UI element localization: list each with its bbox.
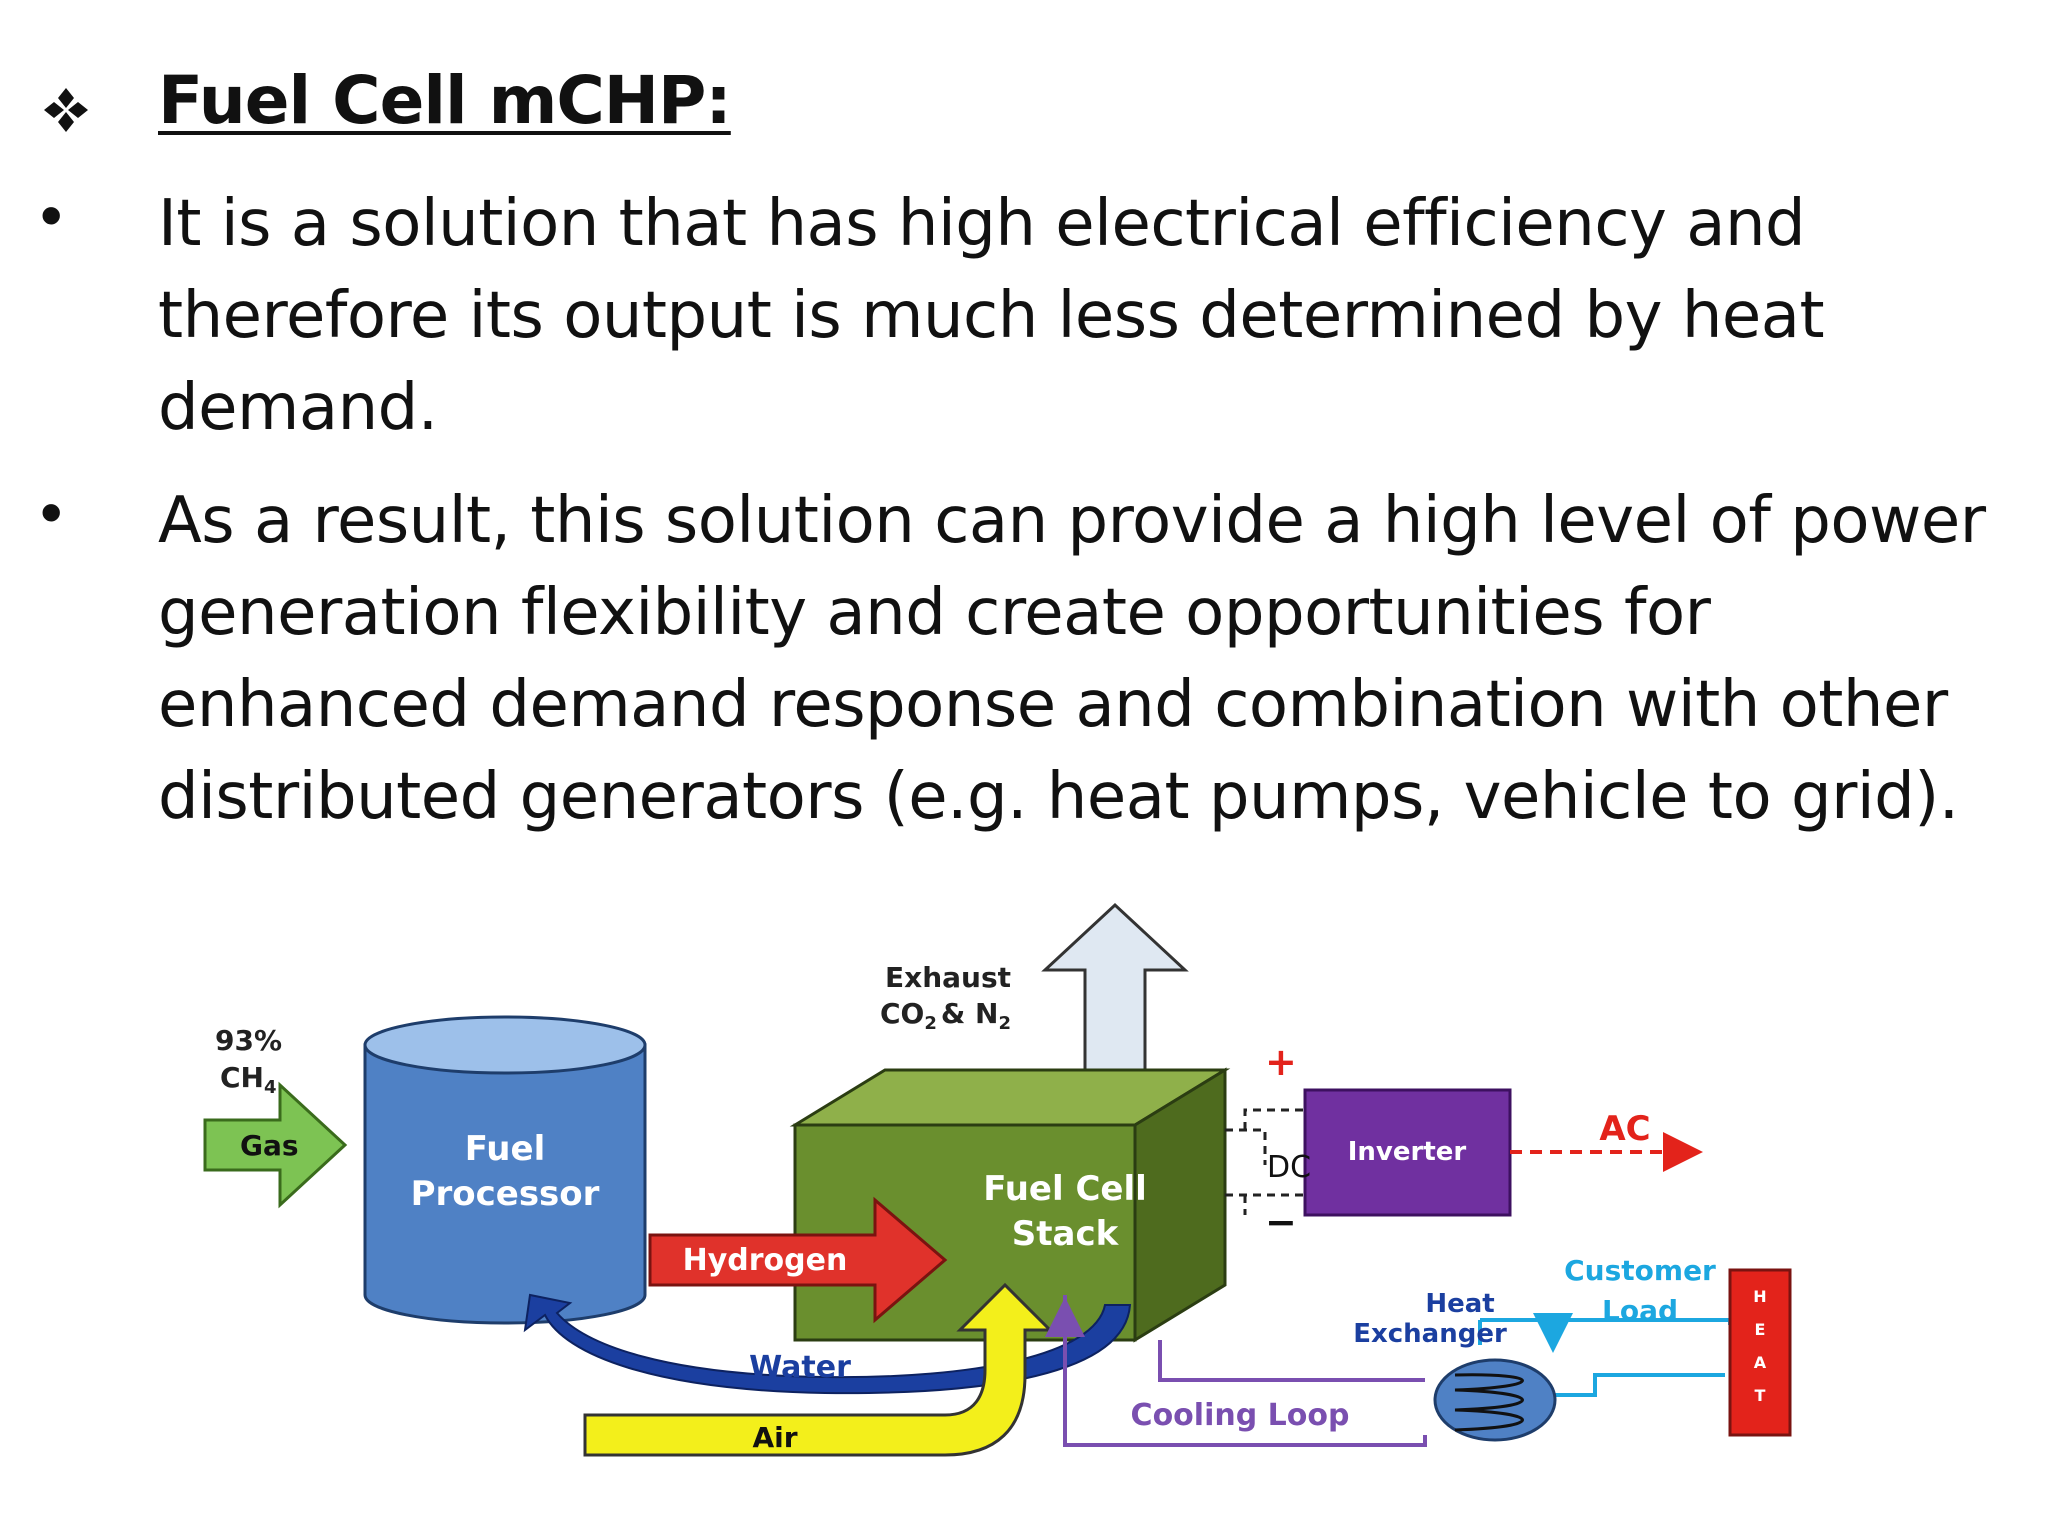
air-arrow xyxy=(583,1282,1054,1457)
gas-formula-label: CH4 xyxy=(220,1061,277,1098)
negative-terminal-label: − xyxy=(1265,1200,1297,1244)
fuel-processor-label-line1: Fuel xyxy=(465,1129,545,1169)
customer-load-line1: Customer xyxy=(1564,1254,1716,1287)
exhaust-arrow xyxy=(1041,902,1189,1087)
exhaust-label: Exhaust xyxy=(885,961,1011,994)
bullet-text: It is a solution that has high electrica… xyxy=(158,187,1825,445)
heat-exchanger-line1: Heat xyxy=(1425,1289,1494,1319)
four-diamond-bullet-icon xyxy=(44,88,88,132)
slide-title: Fuel Cell mCHP: xyxy=(158,62,732,139)
fuel-cell-mchp-diagram: 93% CH4 Gas Fuel Processor Hydrogen Fuel… xyxy=(185,875,1885,1475)
heat-letter: E xyxy=(1755,1320,1766,1339)
cooling-loop-label: Cooling Loop xyxy=(1131,1398,1350,1433)
heat-letter: H xyxy=(1753,1287,1766,1306)
gas-arrow xyxy=(203,1081,348,1209)
heat-box xyxy=(1728,1268,1792,1437)
fuel-cell-stack xyxy=(789,1067,1231,1343)
dc-connection xyxy=(1225,1108,1305,1215)
bullet-symbol: • xyxy=(40,476,63,548)
positive-terminal-label: + xyxy=(1265,1040,1297,1084)
dc-label: DC xyxy=(1267,1150,1311,1185)
fuel-cell-stack-label-line2: Stack xyxy=(1012,1214,1120,1254)
water-arrow xyxy=(523,1293,1132,1395)
gas-percent-label: 93% xyxy=(215,1024,282,1057)
exhaust-formula-label: CO2& N2 xyxy=(880,997,1011,1034)
fuel-cell-stack-label-line1: Fuel Cell xyxy=(983,1169,1147,1209)
inverter-label: Inverter xyxy=(1348,1137,1467,1167)
ac-label: AC xyxy=(1599,1109,1650,1149)
customer-load-line2: Load xyxy=(1602,1294,1678,1327)
heat-letter: A xyxy=(1754,1353,1767,1372)
fuel-processor xyxy=(363,1015,647,1325)
heat-exchanger xyxy=(1433,1358,1557,1442)
hydrogen-arrow xyxy=(648,1196,948,1324)
inverter-box xyxy=(1303,1088,1512,1217)
gas-label: Gas xyxy=(240,1129,299,1162)
water-label: Water xyxy=(749,1350,851,1385)
fuel-processor-label-line2: Processor xyxy=(411,1174,600,1214)
bullet-symbol: • xyxy=(40,179,63,251)
heat-letter: T xyxy=(1755,1386,1766,1405)
air-label: Air xyxy=(752,1421,797,1454)
bullet-text: As a result, this solution can provide a… xyxy=(158,484,1986,834)
heat-exchanger-line2: Exchanger xyxy=(1353,1319,1507,1349)
diagram-canvas: 93% CH4 Gas Fuel Processor Hydrogen Fuel… xyxy=(203,902,1792,1457)
hydrogen-label: Hydrogen xyxy=(683,1243,848,1278)
